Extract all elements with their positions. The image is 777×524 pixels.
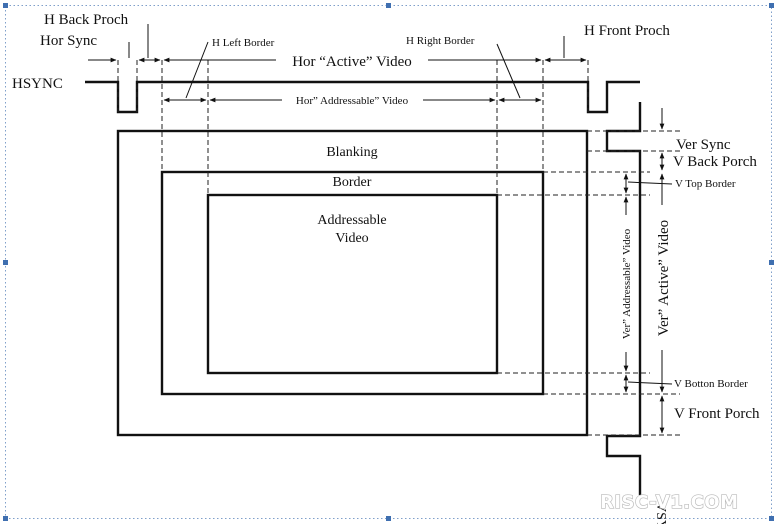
label-h-left-border: H Left Border (212, 37, 275, 49)
resize-handle-top-right[interactable] (769, 3, 774, 8)
label-hor-addressable-video: Hor” Addressable” Video (296, 95, 409, 107)
label-ver-sync: Ver Sync (676, 137, 731, 153)
label-v-top-border: V Top Border (675, 178, 736, 190)
addressable-video-rect (206, 193, 499, 375)
label-h-back-porch: H Back Proch (44, 12, 129, 28)
label-hor-active-video: Hor “Active” Video (292, 54, 412, 70)
label-v-back-porch: V Back Porch (673, 154, 757, 170)
label-addressable-video-line1: Addressable (317, 213, 386, 228)
resize-handle-bottom-left[interactable] (3, 516, 8, 521)
watermark: RISC-V1.COM (600, 492, 739, 513)
resize-handle-middle-left[interactable] (3, 260, 8, 265)
resize-handle-bottom-right[interactable] (769, 516, 774, 521)
label-h-front-porch: H Front Proch (584, 23, 670, 39)
label-vsync: VSYNC (653, 502, 668, 524)
horizontal-guides (497, 130, 680, 436)
resize-handle-top-left[interactable] (3, 3, 8, 8)
label-v-bottom-border: V Botton Border (674, 378, 748, 390)
resize-handle-bottom-middle[interactable] (386, 516, 391, 521)
resize-handle-middle-right[interactable] (769, 260, 774, 265)
label-addressable-video-line2: Video (335, 231, 368, 246)
horizontal-dimension-arrows (88, 24, 587, 103)
blanking-rect (116, 129, 589, 437)
label-blanking: Blanking (326, 145, 377, 160)
selection-frame[interactable] (3, 3, 774, 521)
vertical-dimension-arrows (623, 108, 673, 434)
vertical-guides (117, 60, 589, 195)
label-ver-active-video: Ver” Active” Video (656, 220, 672, 336)
label-hor-sync: Hor Sync (40, 33, 97, 49)
label-h-right-border: H Right Border (406, 35, 475, 47)
label-v-front-porch: V Front Porch (674, 406, 760, 422)
label-hsync: HSYNC (12, 76, 63, 92)
resize-handle-top-middle[interactable] (386, 3, 391, 8)
label-ver-addressable-video: Ver” Addressable” Video (621, 228, 633, 339)
label-border: Border (333, 175, 372, 190)
border-rect (160, 170, 545, 396)
